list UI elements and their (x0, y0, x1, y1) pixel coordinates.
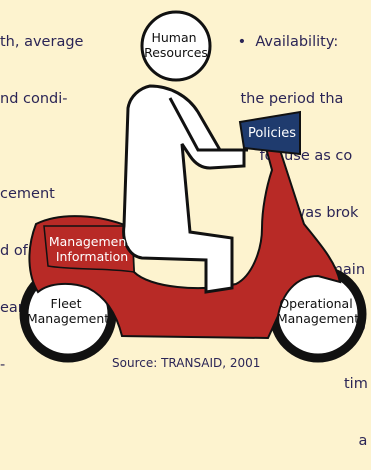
management-information-label: Management Information (49, 234, 135, 264)
human-resources-label: Human Resources (144, 30, 208, 60)
right-text-line: a (358, 433, 368, 449)
rider-figure (122, 10, 248, 294)
left-text-line: - (0, 357, 6, 373)
left-text-line: cement (0, 186, 55, 202)
scooter-diagram: Human Resources Policies Management Info… (19, 10, 367, 363)
left-text-line: d of (0, 243, 28, 259)
fleet-management-label: Fleet Management (27, 296, 109, 326)
operational-management-label: Operational Management (277, 296, 359, 326)
scooter-seat (43, 225, 135, 273)
left-text-line: nd condi- (0, 91, 68, 107)
right-text-line: the period tha (240, 91, 344, 107)
right-text-line: • Availability: (237, 34, 339, 50)
left-text-line: th, average (0, 34, 84, 50)
policies-handle (238, 110, 301, 156)
source-caption: Source: TRANSAID, 2001 (112, 356, 261, 370)
scooter-body (28, 146, 342, 340)
rider-head (140, 10, 212, 82)
policies-label: Policies (248, 126, 296, 141)
right-text-line: tim (344, 376, 368, 392)
